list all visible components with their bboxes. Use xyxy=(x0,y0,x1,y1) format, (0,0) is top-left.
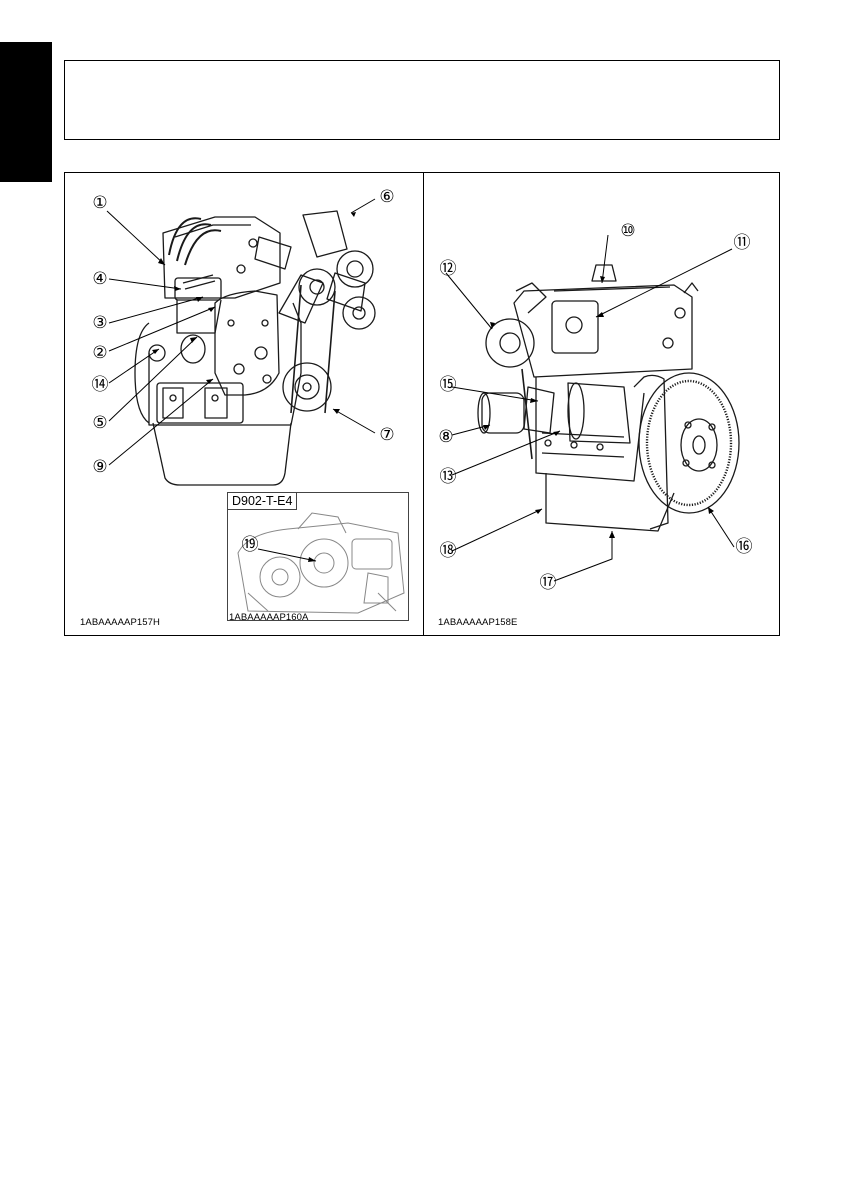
callout-16: ⑯ xyxy=(736,537,753,557)
callout-12: ⑫ xyxy=(440,259,457,279)
left-image-code: 1ABAAAAAP157H xyxy=(80,617,160,628)
turbo-engine-image: ⑲ xyxy=(228,493,409,621)
callout-10: ⑩ xyxy=(620,221,635,241)
callout-17: ⑰ xyxy=(540,573,557,593)
callout-14: ⑭ xyxy=(92,375,109,395)
engine-rear-view: ⑧ ⑩ ⑪ ⑫ ⑬ ⑮ ⑯ ⑰ ⑱ xyxy=(424,173,779,635)
callout-19: ⑲ xyxy=(242,535,259,555)
callout-11: ⑪ xyxy=(734,233,751,253)
callout-8: ⑧ xyxy=(438,427,453,447)
callout-1: ① xyxy=(92,193,107,213)
callout-13: ⑬ xyxy=(440,467,457,487)
callout-4: ④ xyxy=(92,269,107,289)
callout-2: ② xyxy=(92,343,107,363)
callout-5: ⑤ xyxy=(92,413,107,433)
callout-15: ⑮ xyxy=(440,375,457,395)
callout-7: ⑦ xyxy=(379,425,394,445)
right-image-code: 1ABAAAAAP158E xyxy=(438,617,517,628)
callout-3: ③ xyxy=(92,313,107,333)
inset-image-code: 1ABAAAAAP160A xyxy=(229,612,308,623)
callout-6: ⑥ xyxy=(379,187,394,207)
inset-model-label: D902-T-E4 xyxy=(228,493,297,510)
callout-18: ⑱ xyxy=(440,541,457,561)
callout-9: ⑨ xyxy=(92,457,107,477)
turbo-variant-inset: D902-T-E4 ⑲ xyxy=(227,492,409,621)
header-box xyxy=(64,60,780,140)
section-tab xyxy=(0,42,52,182)
